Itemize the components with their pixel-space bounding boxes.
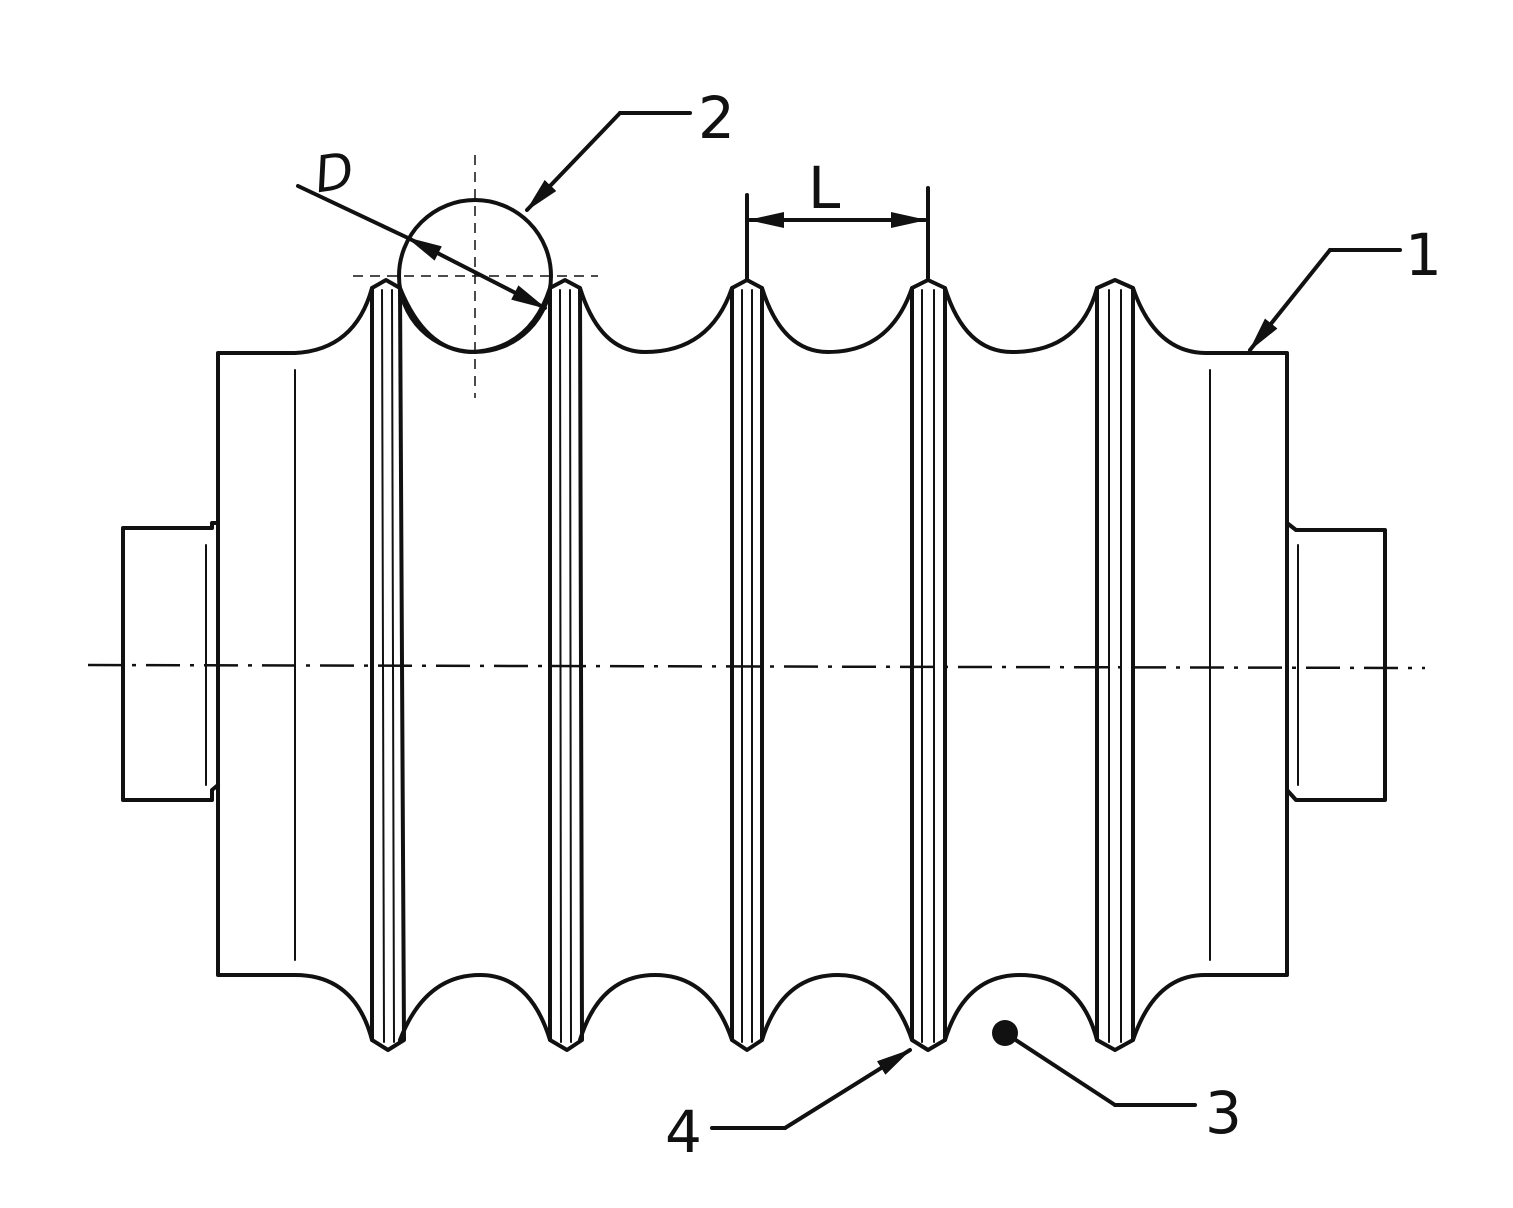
left-shaft: [121, 521, 220, 802]
leader-4: 4: [665, 1048, 912, 1166]
label-1: 1: [1405, 221, 1442, 289]
label-4: 4: [665, 1098, 702, 1166]
diameter-dimension: D: [296, 141, 547, 310]
diameter-label: D: [311, 141, 357, 204]
leader-1: 1: [1248, 221, 1442, 352]
label-2: 2: [698, 84, 735, 152]
axis-centerline: [87, 663, 1426, 670]
leader-3: 3: [992, 1020, 1242, 1147]
pitch-dimension: L: [745, 154, 930, 280]
rib-4: [910, 278, 947, 1052]
rib-5: [1095, 278, 1135, 1052]
rib-3: [730, 278, 764, 1052]
label-3: 3: [1205, 1079, 1242, 1147]
detail-circle: [353, 155, 598, 398]
leader-2: 2: [525, 84, 735, 212]
right-shaft: [1285, 521, 1387, 802]
pitch-label: L: [808, 154, 840, 222]
